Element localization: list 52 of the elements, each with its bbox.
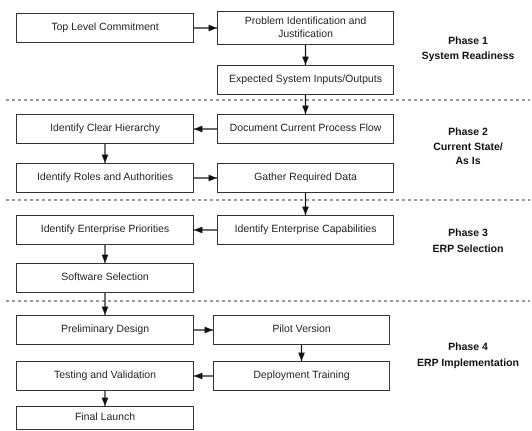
arrow — [302, 95, 309, 114]
step-label: Final Launch — [74, 411, 136, 425]
process-box — [16, 263, 194, 293]
phase-number: Phase 1 — [448, 35, 488, 49]
step-label: Identify Enterprise Priorities — [40, 223, 170, 237]
process-box — [16, 13, 194, 43]
arrow — [302, 193, 309, 215]
step-label: Identify Enterprise Capabilities — [234, 223, 376, 237]
process-box — [16, 114, 194, 144]
arrow — [194, 174, 217, 182]
phase-title: ERP Selection — [432, 243, 504, 257]
process-box — [217, 163, 394, 193]
process-box — [16, 163, 194, 193]
process-box — [16, 361, 194, 391]
step-label: Identify Clear Hierarchy — [50, 122, 160, 136]
step-label: Gather Required Data — [254, 171, 357, 185]
step-label: Pilot Version — [272, 323, 331, 337]
step-label: Preliminary Design — [60, 323, 150, 337]
arrow — [194, 326, 213, 334]
step-label: Document Current Process Flow — [230, 122, 382, 136]
process-box — [16, 406, 194, 430]
arrow — [102, 293, 108, 315]
arrow — [298, 345, 305, 361]
process-box — [217, 11, 394, 45]
step-label: Software Selection — [61, 271, 149, 285]
phase-title: System Readiness — [422, 50, 514, 64]
arrow — [194, 226, 217, 234]
process-box — [217, 65, 394, 95]
arrow — [102, 144, 108, 163]
process-box — [16, 315, 194, 345]
step-label: Deployment Training — [253, 369, 350, 383]
phase-title: ERP Implementation — [417, 357, 519, 371]
arrow — [194, 126, 217, 132]
arrow — [194, 372, 213, 380]
step-label: Identify Roles and Authorities — [37, 171, 173, 185]
phase-number: Phase 4 — [448, 341, 488, 355]
process-box — [213, 361, 390, 391]
process-box — [217, 114, 394, 144]
process-box — [217, 215, 394, 245]
arrow — [102, 391, 108, 406]
arrow — [302, 45, 309, 65]
arrow — [194, 24, 217, 32]
process-box — [16, 215, 194, 245]
step-label: Top Level Commitment — [51, 21, 159, 35]
phase-title: Current State/ As Is — [432, 141, 504, 168]
phase-number: Phase 2 — [448, 126, 488, 140]
phase-number: Phase 3 — [448, 227, 488, 241]
step-label: Expected System Inputs/Outputs — [229, 73, 382, 87]
step-label: Problem Identification and Justification — [244, 14, 368, 42]
step-label: Testing and Validation — [54, 369, 156, 383]
arrow — [102, 245, 108, 263]
process-box — [213, 315, 390, 345]
